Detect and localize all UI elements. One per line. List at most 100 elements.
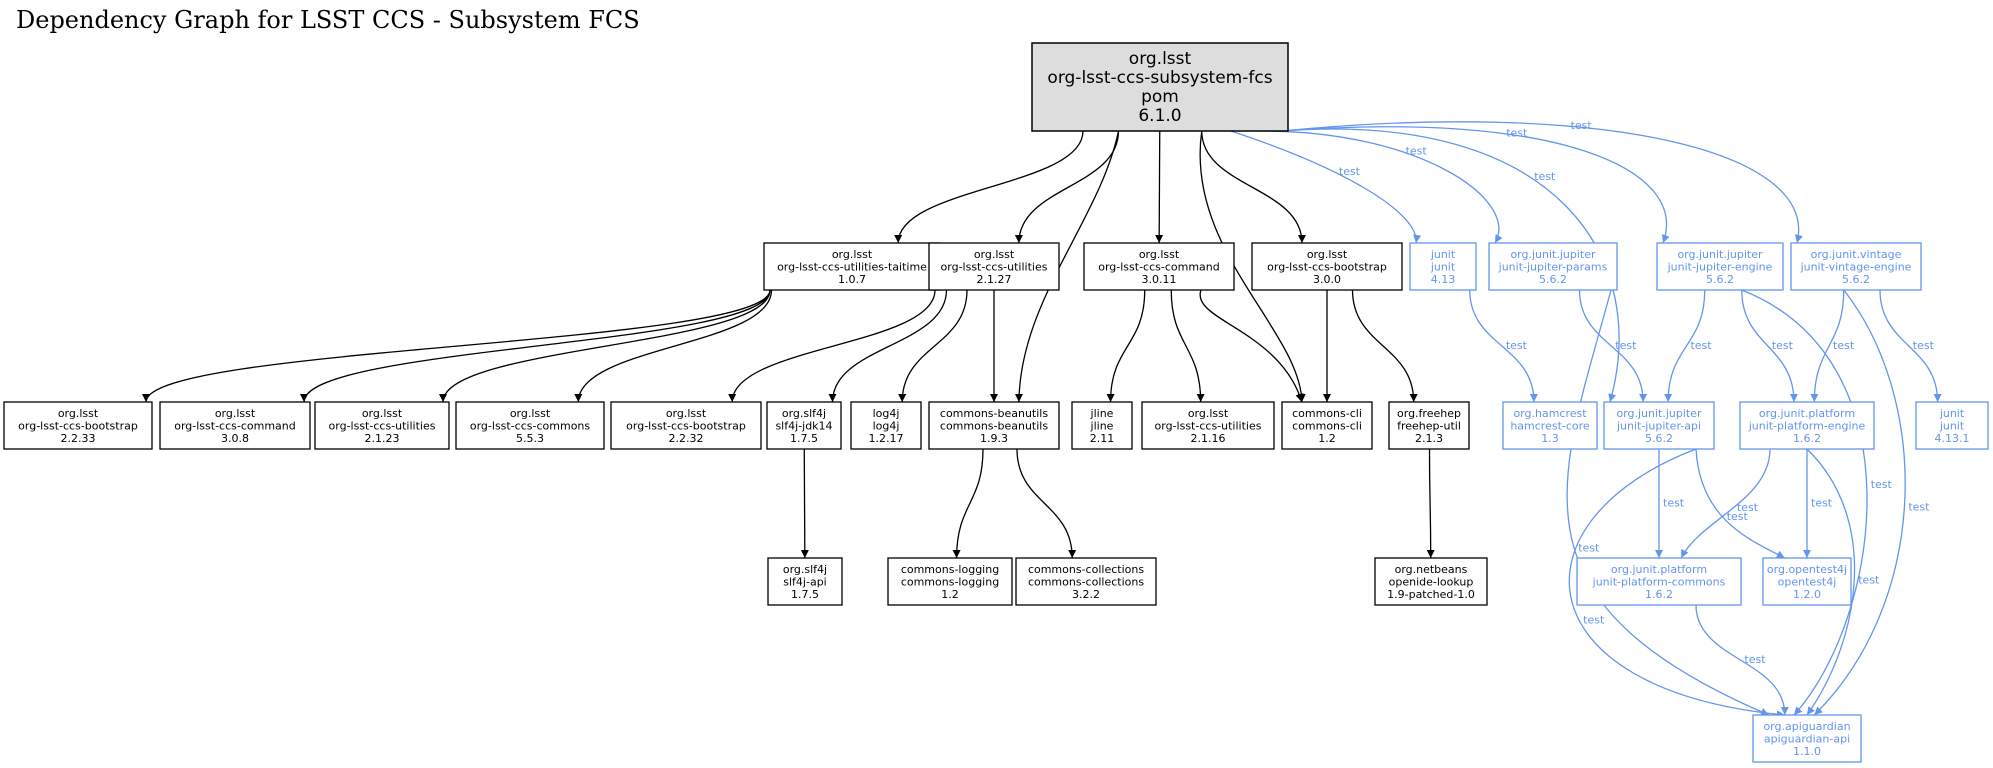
node-label-line: 1.7.5 [790, 432, 818, 445]
node-label-line: org-lsst-ccs-command [1098, 260, 1220, 273]
edge-taitime-to-bootstrap2233 [142, 289, 771, 403]
node-label-line: org.lsst [974, 248, 1015, 261]
node-label-line: junit-vintage-engine [1800, 260, 1912, 273]
edge-label-jupiterApi-to-opentest4j: test [1727, 510, 1749, 523]
edge-bootstrap300-to-freehep [1351, 289, 1418, 403]
node-box [1752, 714, 1862, 763]
node-box [1281, 401, 1373, 450]
node-box [1576, 557, 1742, 606]
edge-root-to-beanutils [1014, 130, 1120, 403]
node-label-line: org-lsst-ccs-bootstrap [1267, 260, 1387, 273]
node-label-line: org.junit.platform [1759, 407, 1855, 420]
node-label-line: org-lsst-ccs-subsystem-fcs [1047, 68, 1272, 88]
node-label-line: junit-jupiter-params [1498, 260, 1608, 273]
edge-root-to-command3011 [1155, 130, 1164, 244]
node-label-line: 1.7.5 [791, 588, 819, 601]
edge-vintageEngine-to-apiguardian [1813, 289, 1906, 716]
edge-label-root-to-jupiterApi: test [1534, 170, 1556, 183]
node-label-line: org.slf4j [783, 563, 827, 576]
node-label-line: 1.3 [1541, 432, 1559, 445]
node-label-line: junit-jupiter-engine [1667, 260, 1773, 273]
node-label-line: org.lsst [666, 407, 707, 420]
node-box [314, 401, 450, 450]
node-box [1656, 242, 1784, 291]
node-label-line: jline [1090, 419, 1114, 432]
edge-freehep-to-openideLookup [1426, 448, 1435, 559]
node-label-line: 3.0.11 [1142, 273, 1177, 286]
edge-utilities2127-to-slf4jJdk14 [828, 289, 948, 403]
node-label-line: 3.0.8 [221, 432, 249, 445]
nodes-layer: org.lsstorg-lsst-ccs-subsystem-fcspom6.1… [3, 42, 1989, 763]
edge-root-to-utilities2127 [1014, 130, 1120, 244]
edge-root-to-jupiterApi [1281, 128, 1620, 403]
node-label-line: org.netbeans [1395, 563, 1468, 576]
node-label-line: 2.2.33 [61, 432, 96, 445]
node-label-line: log4j [873, 407, 900, 420]
edge-junit413-to-hamcrest [1469, 289, 1538, 403]
node-box [887, 557, 1013, 606]
node-platformEngine[interactable]: org.junit.platformjunit-platform-engine1… [1739, 401, 1875, 450]
node-label-line: commons-collections [1028, 575, 1144, 588]
node-label-line: org.lsst [215, 407, 256, 420]
node-label-line: 1.0.7 [838, 273, 866, 286]
node-box [455, 401, 605, 450]
node-jupiterEngine[interactable]: org.junit.jupiterjunit-jupiter-engine5.6… [1656, 242, 1784, 291]
node-label-line: 1.1.0 [1793, 745, 1821, 758]
edge-label-vintageEngine-to-junit4131: test [1913, 339, 1935, 352]
edge-label-root-to-junit413: test [1339, 165, 1361, 178]
node-box [1015, 557, 1157, 606]
edge-label-jupiterEngine-to-jupiterApi: test [1690, 339, 1712, 352]
node-label-line: commons-collections [1028, 563, 1144, 576]
node-label-line: org.lsst [1129, 49, 1192, 69]
node-commonsCollections[interactable]: commons-collectionscommons-collections3.… [1015, 557, 1157, 606]
node-label-line: org.junit.jupiter [1616, 407, 1702, 420]
node-box [766, 401, 842, 450]
page-title: Dependency Graph for LSST CCS - Subsyste… [16, 6, 640, 34]
node-label-line: org.opentest4j [1767, 563, 1847, 576]
edge-label-platformEngine-to-platformCommons: test [1737, 501, 1759, 514]
node-label-line: 1.2.0 [1793, 588, 1821, 601]
node-root[interactable]: org.lsstorg-lsst-ccs-subsystem-fcspom6.1… [1031, 42, 1289, 132]
node-jupiterParams[interactable]: org.junit.jupiterjunit-jupiter-params5.6… [1488, 242, 1618, 291]
edge-label-vintageEngine-to-apiguardian: test [1908, 501, 1930, 514]
node-label-line: 2.1.16 [1191, 432, 1226, 445]
node-label-line: jline [1090, 407, 1114, 420]
node-label-line: pom [1141, 87, 1179, 107]
node-label-line: junit [1430, 248, 1456, 261]
node-label-line: slf4j-jdk14 [775, 419, 832, 432]
node-label-line: org.lsst [1139, 248, 1180, 261]
node-label-line: 5.6.2 [1539, 273, 1567, 286]
node-box [1374, 557, 1488, 606]
node-openideLookup[interactable]: org.netbeansopenide-lookup1.9-patched-1.… [1374, 557, 1488, 606]
node-vintageEngine[interactable]: org.junit.vintagejunit-vintage-engine5.6… [1790, 242, 1922, 291]
node-platformCommons[interactable]: org.junit.platformjunit-platform-commons… [1576, 557, 1742, 606]
edge-jupiterApi-to-opentest4j [1695, 448, 1786, 559]
node-label-line: openide-lookup [1389, 575, 1474, 588]
node-box [1488, 242, 1618, 291]
node-box [1409, 242, 1477, 291]
node-taitime[interactable]: org.lsstorg-lsst-ccs-utilities-taitime1.… [763, 242, 941, 291]
